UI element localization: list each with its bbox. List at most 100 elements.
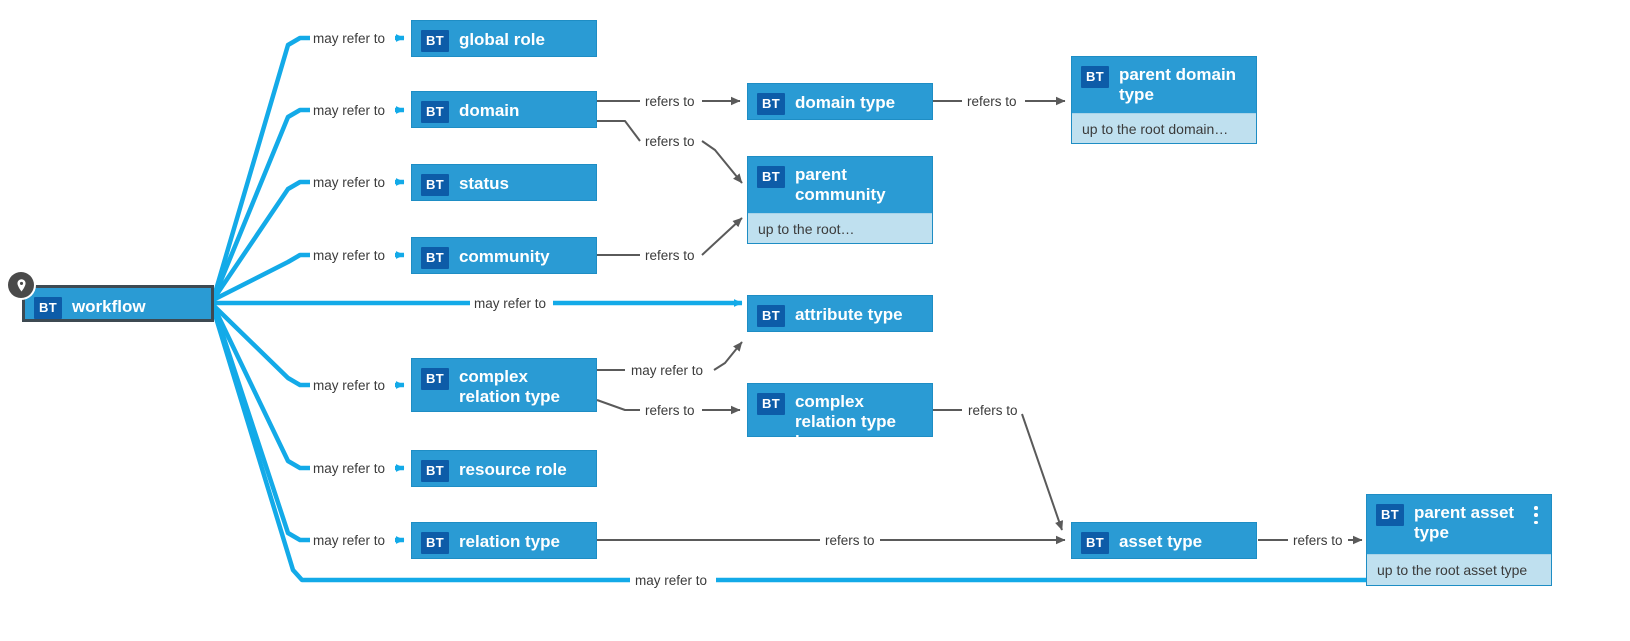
edge-domain-parentcommunity-a [597,120,641,142]
node-domain[interactable]: BT domain [411,91,597,128]
edge-label-refers-to: refers to [642,248,698,264]
bt-badge: BT [421,368,449,390]
bt-badge: BT [421,532,449,554]
edge-label-refers-to: refers to [965,403,1021,419]
node-workflow-header: BT workflow [25,288,211,327]
edge-label-may-refer-to: may refer to [632,573,711,589]
kebab-dot [1534,520,1538,524]
node-domain-header: BT domain [412,92,596,131]
node-parent-domain-type-header: BT parent domain type [1072,57,1256,113]
edge-label-may-refer-to: may refer to [471,296,550,312]
node-domain-type-header: BT domain type [748,84,932,123]
node-community-header: BT community [412,238,596,277]
node-global-role-header: BT global role [412,21,596,60]
bt-badge: BT [757,393,785,415]
edge-label-may-refer-to: may refer to [310,461,389,477]
node-resource-role-header: BT resource role [412,451,596,490]
node-attribute-type[interactable]: BT attribute type [747,295,933,332]
bt-badge: BT [421,247,449,269]
edge-label-refers-to: refers to [822,533,878,549]
node-asset-type[interactable]: BT asset type [1071,522,1257,559]
kebab-dot [1534,506,1538,510]
node-complex-relation-type-leg[interactable]: BT complex relation type leg [747,383,933,451]
edge-label-refers-to: refers to [642,94,698,110]
node-relation-type-label: relation type [458,532,561,552]
node-parent-community-header: BT parent community [748,157,932,213]
node-parent-asset-type-label: parent asset type [1413,503,1515,543]
edge-workflow-status-a [211,179,313,302]
node-complex-relation-type-leg-header: BT complex relation type leg [748,384,932,460]
node-community-label: community [458,247,550,267]
node-resource-role[interactable]: BT resource role [411,450,597,487]
node-complex-relation-type-label: complex relation type [458,367,561,407]
bt-badge: BT [34,297,62,319]
edge-label-may-refer-to: may refer to [628,363,707,379]
node-domain-type-label: domain type [794,93,896,113]
bt-badge: BT [421,101,449,123]
node-domain-label: domain [458,101,520,121]
bt-badge: BT [421,460,449,482]
edge-crt-crtleg-a [596,399,640,411]
node-complex-relation-type[interactable]: BT complex relation type [411,358,597,412]
node-complex-relation-type-leg-label: complex relation type leg [794,392,897,452]
kebab-dot [1534,513,1538,517]
node-complex-relation-type-header: BT complex relation type [412,359,596,415]
bt-badge: BT [757,305,785,327]
node-community[interactable]: BT community [411,237,597,274]
node-asset-type-label: asset type [1118,532,1203,552]
node-relation-type-header: BT relation type [412,523,596,562]
bt-badge: BT [757,93,785,115]
edge-crtleg-assettype-b [1021,413,1064,531]
node-workflow-label: workflow [71,297,146,317]
node-workflow[interactable]: BT workflow [22,285,214,322]
edge-domain-parentcommunity-b [701,140,743,184]
bt-badge: BT [757,166,785,188]
edge-label-refers-to: refers to [642,403,698,419]
node-parent-domain-type-label: parent domain type [1118,65,1237,105]
edge-label-may-refer-to: may refer to [310,533,389,549]
node-parent-asset-type[interactable]: BT parent asset type up to the root asse… [1366,494,1552,586]
map-pin-icon [6,270,36,300]
edge-workflow-relation-type-a [210,304,313,543]
node-global-role-label: global role [458,30,545,50]
node-parent-asset-type-footer: up to the root asset type [1367,554,1551,585]
edge-workflow-resource-role-a [210,304,313,471]
node-parent-community-label: parent community [794,165,886,205]
edge-label-refers-to: refers to [964,94,1020,110]
node-parent-domain-type-footer: up to the root domain… [1072,113,1256,143]
node-relation-type[interactable]: BT relation type [411,522,597,559]
node-resource-role-label: resource role [458,460,567,480]
node-parent-community[interactable]: BT parent community up to the root… [747,156,933,244]
node-status[interactable]: BT status [411,164,597,201]
edge-label-refers-to: refers to [1290,533,1346,549]
node-attribute-type-header: BT attribute type [748,296,932,335]
edge-workflow-asset-type-a [210,307,630,583]
bt-badge: BT [421,174,449,196]
node-global-role[interactable]: BT global role [411,20,597,57]
edge-workflow-domain-a [210,107,313,301]
edge-label-may-refer-to: may refer to [310,31,389,47]
node-attribute-type-label: attribute type [794,305,903,325]
edge-label-refers-to: refers to [642,134,698,150]
node-status-label: status [458,174,510,194]
edge-community-parentcommunity-b [701,217,743,256]
node-parent-community-footer: up to the root… [748,213,932,243]
node-asset-type-header: BT asset type [1072,523,1256,562]
bt-badge: BT [1376,504,1404,526]
edge-workflow-community-a [211,252,313,303]
node-status-header: BT status [412,165,596,204]
node-parent-asset-type-header: BT parent asset type [1367,495,1551,554]
node-parent-domain-type[interactable]: BT parent domain type up to the root dom… [1071,56,1257,144]
bt-badge: BT [1081,66,1109,88]
kebab-menu-icon[interactable] [1529,505,1543,525]
edge-crt-attributetype-b [713,341,743,371]
edge-workflow-complex-relation-type-a [211,303,313,388]
bt-badge: BT [421,30,449,52]
edge-label-may-refer-to: may refer to [310,248,389,264]
edge-label-may-refer-to: may refer to [310,175,389,191]
node-domain-type[interactable]: BT domain type [747,83,933,120]
edge-label-may-refer-to: may refer to [310,378,389,394]
map-pin-circle [8,272,34,298]
edge-label-may-refer-to: may refer to [310,103,389,119]
